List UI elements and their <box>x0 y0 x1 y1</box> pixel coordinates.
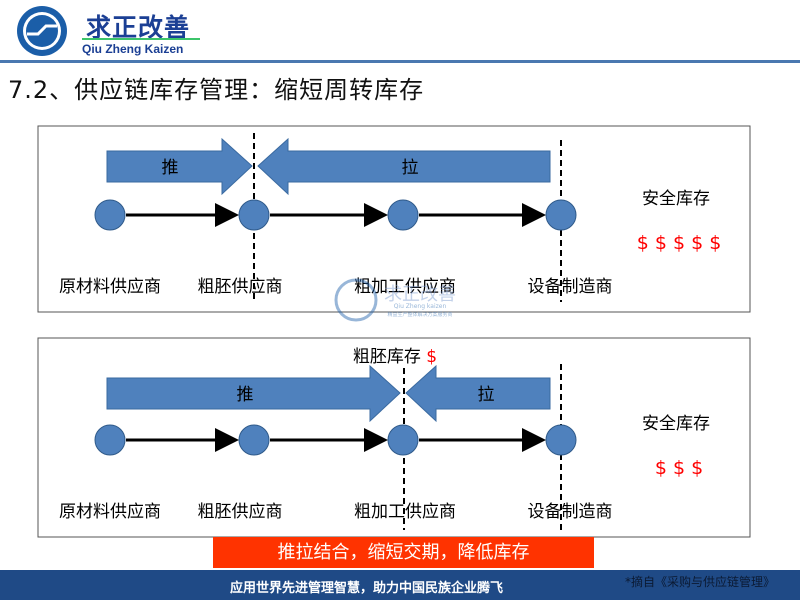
header-divider <box>0 60 800 63</box>
watermark-name-cn: 求正改善 <box>384 284 456 305</box>
watermark-name-en: Qiu Zheng kaizen <box>394 303 447 310</box>
node-circle <box>238 199 270 231</box>
node-circle <box>94 424 126 456</box>
node-label: 粗胚供应商 <box>198 277 283 297</box>
brand-name-cn: 求正改善 <box>86 13 191 42</box>
brand-underline <box>82 38 200 40</box>
node-label: 粗胚供应商 <box>198 502 283 522</box>
pull-arrow <box>405 364 551 423</box>
brand-name-en: Qiu Zheng Kaizen <box>82 42 184 56</box>
supply-chain-diagram: 推 拉 原材料供应商 粗胚供应商 粗加工供应商 设备制造商 安全库存 $ $ $… <box>37 125 751 538</box>
footer-slogan: 应用世界先进管理智慧，助力中国民族企业腾飞 <box>230 581 504 596</box>
pull-label: 拉 <box>478 385 495 405</box>
node-label: 粗加工供应商 <box>354 277 456 297</box>
source-note: *摘自《采购与供应链管理》 <box>625 575 776 589</box>
push-label: 推 <box>237 385 254 405</box>
node-circle <box>545 424 577 456</box>
node-label: 设备制造商 <box>528 277 613 297</box>
node-label: 原材料供应商 <box>59 502 161 522</box>
brand-logo: 求正改善 Qiu Zheng Kaizen <box>14 4 214 58</box>
pull-label: 拉 <box>402 158 419 178</box>
safety-stock-symbols: $ $ $ $ $ <box>637 232 722 254</box>
stock-label: 粗胚库存 $ <box>353 347 437 367</box>
push-arrow <box>106 137 253 196</box>
logo-emblem-icon <box>17 6 67 56</box>
push-label: 推 <box>162 158 179 178</box>
footer-bar: 应用世界先进管理智慧，助力中国民族企业腾飞 *摘自《采购与供应链管理》 <box>0 570 800 600</box>
conclusion-banner: 推拉结合，缩短交期，降低库存 <box>213 537 594 568</box>
safety-stock-label: 安全库存 <box>642 189 710 209</box>
watermark-logo: 求正改善 Qiu Zheng kaizen 精益生产整体解决方案服务商 <box>334 278 456 322</box>
node-label: 粗加工供应商 <box>354 502 456 522</box>
node-label: 设备制造商 <box>528 502 613 522</box>
node-circle <box>387 424 419 456</box>
watermark-tagline: 精益生产整体解决方案服务商 <box>387 311 452 318</box>
diagram-push-only: 推 拉 原材料供应商 粗胚供应商 粗加工供应商 设备制造商 安全库存 $ $ $… <box>37 125 751 313</box>
node-circle <box>94 199 126 231</box>
pull-arrow <box>257 137 551 196</box>
push-arrow <box>106 364 401 423</box>
node-circle <box>545 199 577 231</box>
safety-stock-symbols: $ $ $ <box>655 457 703 479</box>
node-circle <box>387 199 419 231</box>
node-label: 原材料供应商 <box>59 277 161 297</box>
diagram-push-pull: 粗胚库存 $ 推 拉 原材料供应商 粗胚供应商 粗加工供应商 设备制造商 安全库… <box>37 337 751 538</box>
safety-stock-label: 安全库存 <box>642 414 710 434</box>
page-title: 7.2、供应链库存管理：缩短周转库存 <box>8 76 425 104</box>
node-circle <box>238 424 270 456</box>
